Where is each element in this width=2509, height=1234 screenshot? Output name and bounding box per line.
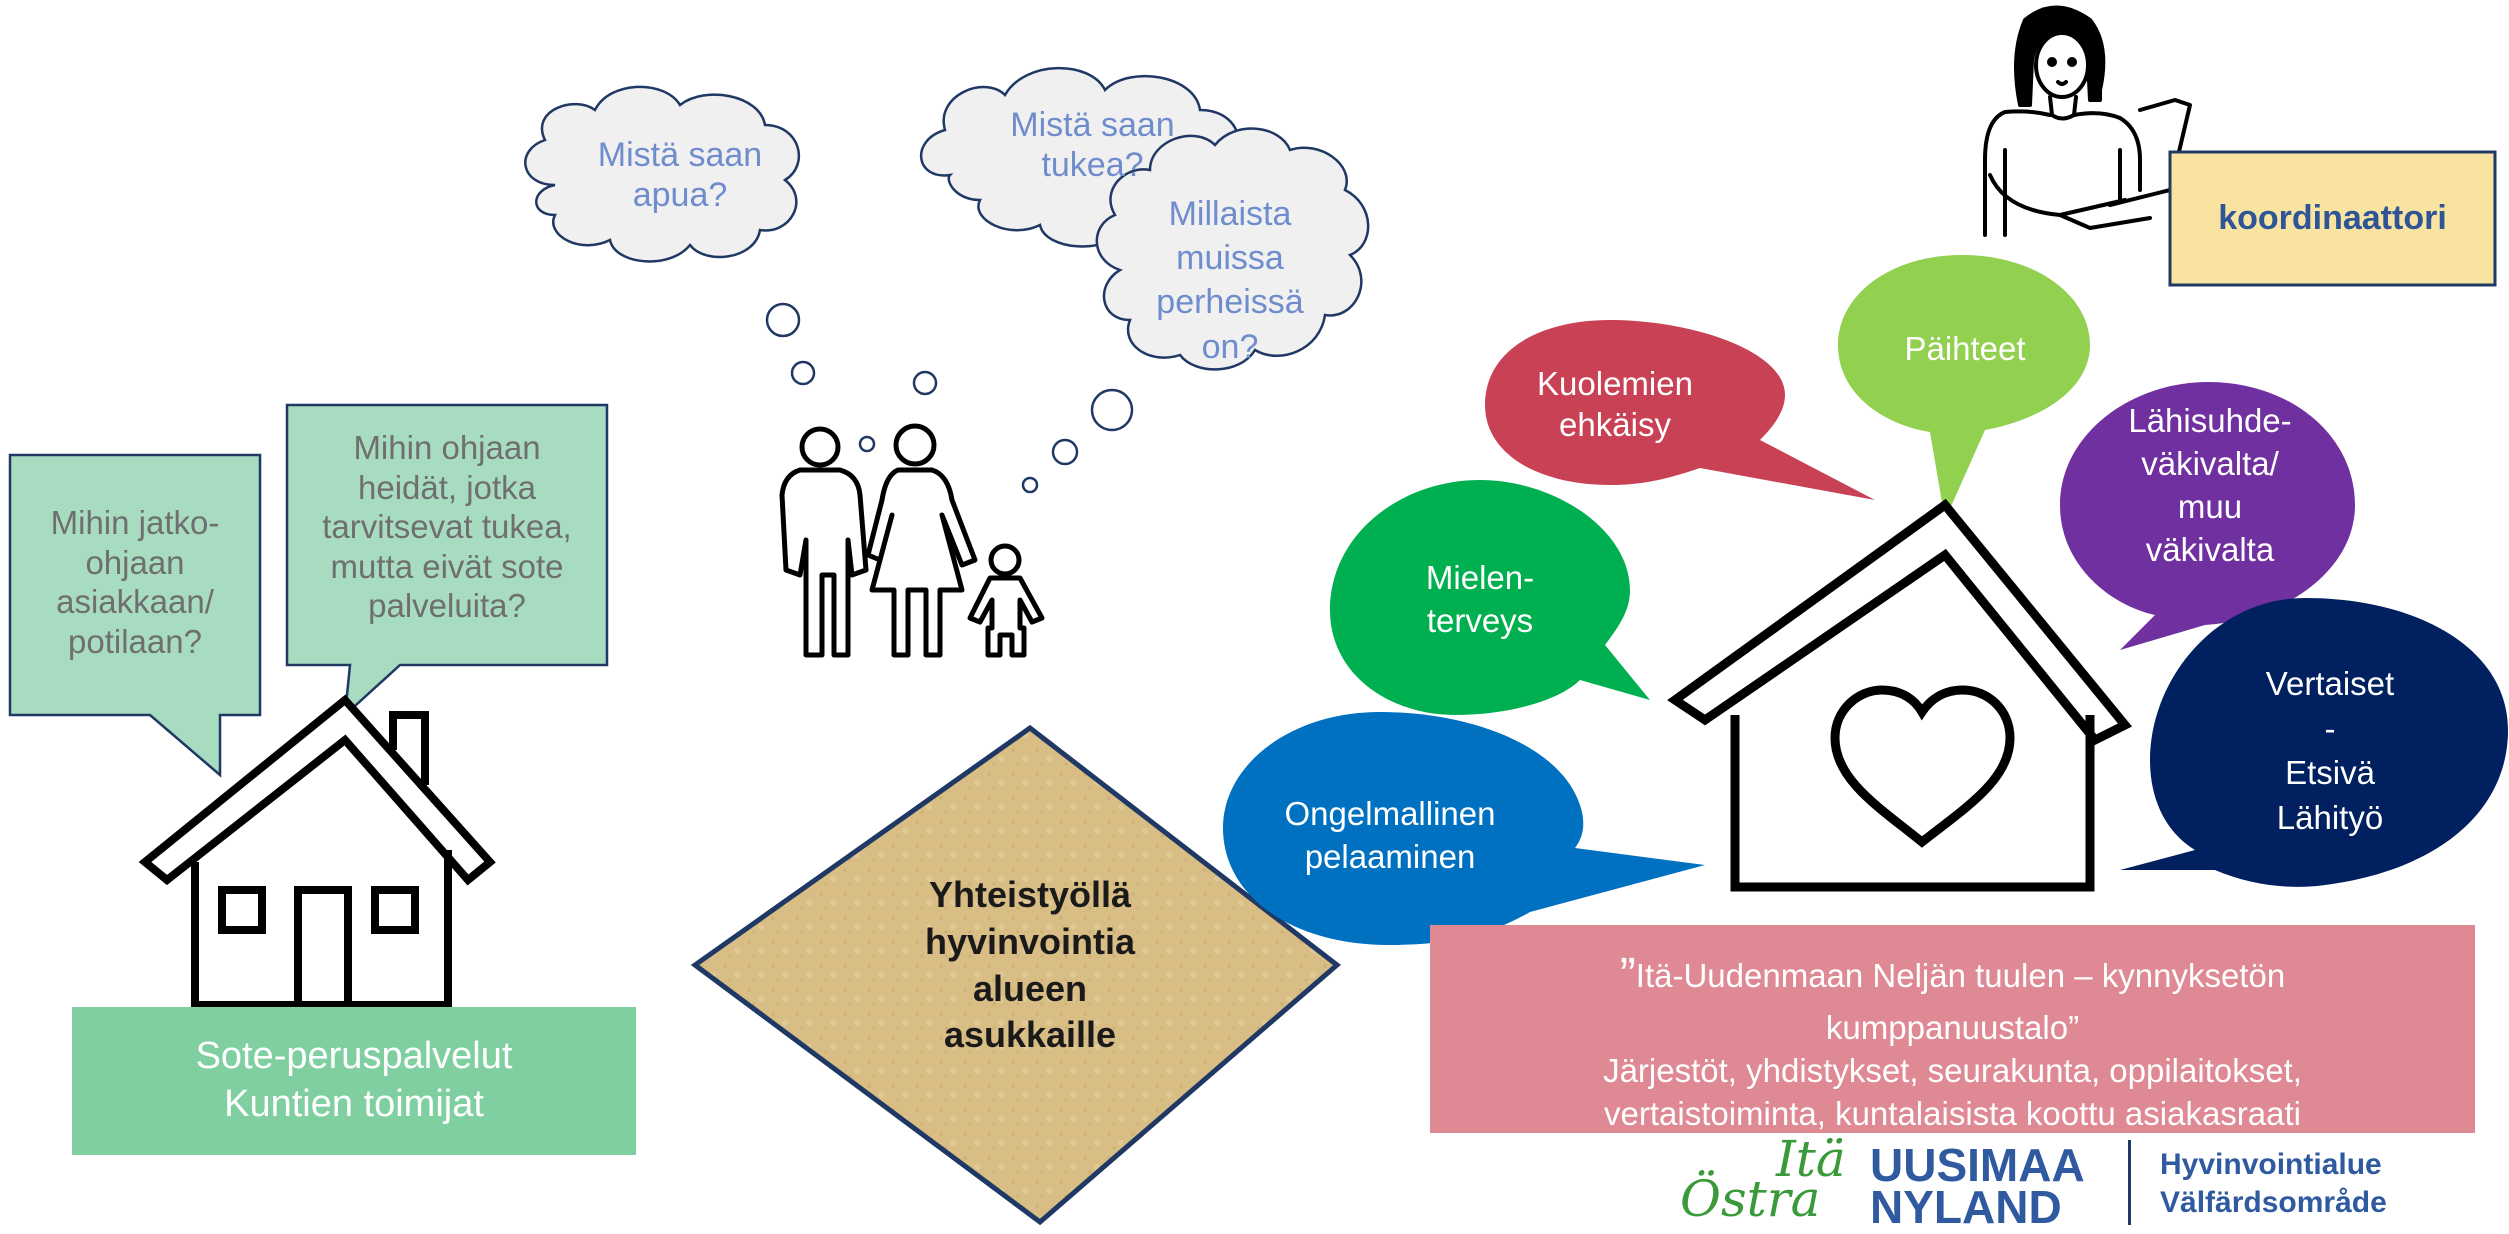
bubble-mielenterveys-line-1: Mielen- (1425, 559, 1535, 596)
cloud-3-line-2: muissa (1176, 239, 1284, 278)
left-house-icon (138, 694, 496, 1009)
sote-line-2: Kuntien toimijat (224, 1082, 484, 1125)
right-house-icon (1667, 498, 2133, 892)
logo-script-bottom: Östra (1680, 1170, 1821, 1228)
question-text-1: Mihin jatko- ohjaan asiakkaan/ potilaan? (20, 503, 250, 661)
bubble-kuolemien-line-1: Kuolemien (1537, 365, 1693, 402)
sote-box (72, 1007, 636, 1155)
question-2-line-2: heidät, jotka (358, 468, 536, 506)
partnership-quote-mark: ” (1619, 949, 1636, 1002)
cloud-2-line-1: Mistä saan (1010, 106, 1175, 144)
bubble-lahisuhde-shape (2060, 382, 2355, 650)
cloud-3-line-4: on? (1201, 327, 1259, 366)
bubble-paihteet-line-1: Päihteet (1904, 330, 2026, 367)
bubble-mielenterveys-text: Mielen- terveys (1395, 557, 1565, 643)
thought-cloud-1 (524, 85, 801, 263)
sote-text: Sote-peruspalvelut Kuntien toimijat (72, 1033, 636, 1128)
diamond-line-2: hyvinvointia (924, 920, 1136, 962)
bubble-pelaaminen-shape (1223, 712, 1705, 945)
question-1-line-4: potilaan? (68, 622, 202, 660)
bubble-pelaaminen-line-2: pelaaminen (1304, 837, 1476, 875)
partnership-box (1430, 925, 2475, 1133)
question-2-line-3: tarvitsevat tukea, (322, 508, 572, 546)
question-1-line-1: Mihin jatko- (50, 504, 220, 541)
heart-icon (1830, 685, 2015, 848)
coordinator-box (2168, 150, 2497, 287)
bubble-lahisuhde-line-2: väkivalta/ (2141, 444, 2279, 482)
bubble-vertaiset-line-4: Lähityö (2276, 798, 2384, 836)
question-box-1 (8, 453, 262, 778)
question-text-2: Mihin ohjaan heidät, jotka tarvitsevat t… (292, 428, 602, 626)
partnership-title2: kumppanuustalo” (1825, 1009, 2080, 1047)
thought-cloud-3 (1095, 127, 1370, 371)
bubble-paihteet-text: Päihteet (1880, 330, 2050, 369)
bubble-vertaiset-line-2: - (2324, 709, 2336, 747)
diamond-text: Yhteistyöllä hyvinvointia alueen asukkai… (880, 872, 1180, 1059)
bubble-mielenterveys-shape (1330, 480, 1650, 715)
diamond-line-4: asukkaille (943, 1014, 1117, 1056)
logo-word-top: UUSIMAA (1870, 1139, 2085, 1191)
family-icon (779, 423, 1045, 658)
bubble-lahisuhde-text: Lähisuhde- väkivalta/ muu väkivalta (2110, 400, 2310, 572)
logo-divider (2128, 1140, 2131, 1225)
bubble-vertaiset-line-3: Etsivä (2285, 754, 2375, 792)
coordinator-person-icon (1983, 5, 2192, 237)
logo-word-bottom: NYLAND (1870, 1181, 2062, 1233)
bubble-paihteet-shape (1838, 255, 2090, 520)
partnership-line-4: vertaistoiminta, kuntalaisista koottu as… (1604, 1095, 2301, 1133)
question-1-line-2: ohjaan (85, 543, 185, 581)
bubble-vertaiset-text: Vertaiset - Etsivä Lähityö (2235, 662, 2425, 840)
bubble-pelaaminen-line-1: Ongelmallinen (1284, 795, 1496, 832)
bubble-vertaiset-line-1: Vertaiset (2265, 665, 2395, 702)
bubble-vertaiset-shape (2120, 598, 2508, 887)
thought-dots (765, 302, 1134, 494)
bubble-pelaaminen-text: Ongelmallinen pelaaminen (1265, 793, 1515, 879)
cloud-3-line-1: Millaista (1168, 195, 1292, 233)
logo-right-top: Hyvinvointialue (2160, 1148, 2382, 1181)
cloud-text-2: Mistä saan tukea? (1000, 105, 1185, 185)
diamond-line-1: Yhteistyöllä (928, 874, 1132, 915)
cloud-3-line-3: perheissä (1156, 283, 1304, 322)
question-2-line-4: mutta eivät sote (330, 547, 564, 585)
partnership-title: Itä-Uudenmaan Neljän tuulen – kynnyksetö… (1635, 957, 2286, 994)
bubble-lahisuhde-line-1: Lähisuhde- (2128, 402, 2292, 439)
bubble-mielenterveys-line-2: terveys (1426, 601, 1534, 639)
question-box-2 (285, 403, 609, 719)
coordinator-label: koordinaattori (2218, 199, 2447, 237)
cloud-1-line-1: Mistä saan (597, 136, 763, 174)
sote-line-1: Sote-peruspalvelut (195, 1035, 513, 1077)
logo-script-top: Itä (1776, 1130, 1846, 1188)
bubble-lahisuhde-line-3: muu (2177, 487, 2243, 525)
partnership-title-row: ”Itä-Uudenmaan Neljän tuulen – kynnykset… (1440, 945, 2465, 1007)
bubble-kuolemien-text: Kuolemien ehkäisy (1530, 363, 1700, 446)
diamond-shape (690, 724, 1341, 1225)
question-2-line-5: palveluita? (368, 587, 526, 625)
diamond-line-3: alueen (972, 967, 1088, 1009)
bubble-kuolemien-shape (1485, 320, 1875, 500)
question-1-line-3: asiakkaan/ (56, 583, 214, 621)
cloud-2-line-2: tukea? (1041, 146, 1144, 185)
bubble-lahisuhde-line-4: väkivalta (2145, 530, 2275, 568)
cloud-text-1: Mistä saan apua? (590, 135, 770, 215)
logo: Itä Östra UUSIMAA NYLAND Hyvinvointialue… (1680, 1130, 2509, 1233)
logo-right-bottom: Välfärdsområde (2160, 1186, 2387, 1219)
partnership-line-3: Järjestöt, yhdistykset, seurakunta, oppi… (1603, 1052, 2302, 1090)
cloud-1-line-2: apua? (632, 176, 728, 215)
question-2-line-1: Mihin ohjaan (353, 429, 541, 466)
bubble-kuolemien-line-2: ehkäisy (1559, 406, 1671, 444)
partnership-text: ”Itä-Uudenmaan Neljän tuulen – kynnykset… (1440, 945, 2465, 1136)
cloud-text-3: Millaista muissa perheissä on? (1140, 192, 1320, 369)
